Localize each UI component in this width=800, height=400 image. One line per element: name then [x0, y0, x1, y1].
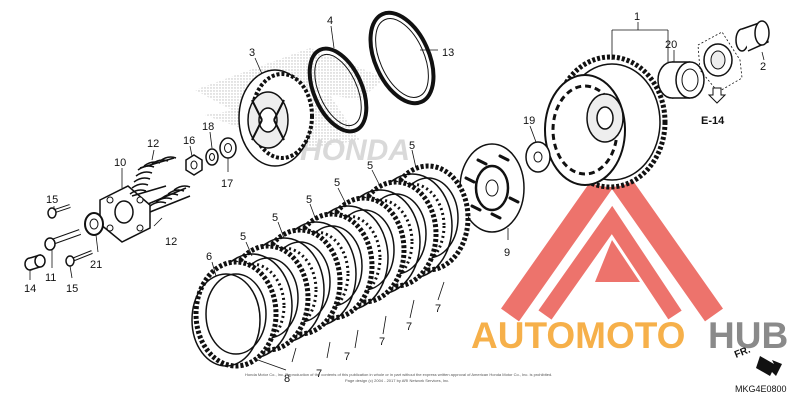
bolt-15-upper — [47, 204, 71, 219]
label-17: 17 — [221, 178, 233, 190]
bolt-15-lower — [65, 250, 93, 267]
label-5f: 5 — [240, 231, 246, 243]
friction-disc — [193, 259, 279, 369]
label-5b: 5 — [367, 160, 373, 172]
lifter-plate-10 — [99, 185, 151, 243]
label-2: 2 — [760, 61, 766, 73]
watermark-part2: HUB — [708, 315, 788, 356]
label-8: 8 — [284, 373, 290, 385]
label-11: 11 — [45, 272, 56, 284]
clutch-spring-upper — [129, 156, 177, 197]
clutch-spring-lower — [147, 185, 191, 213]
reference-box — [697, 31, 743, 104]
label-13: 13 — [442, 47, 454, 59]
ring-4 — [307, 46, 369, 134]
label-7f: 7 — [316, 368, 322, 380]
label-20: 20 — [665, 39, 677, 51]
label-1: 1 — [634, 11, 640, 23]
label-5c: 5 — [334, 177, 340, 189]
label-7d: 7 — [344, 351, 350, 363]
watermark-text: AUTOMOTO HUB — [471, 315, 788, 356]
copyright-line-2: Page design (c) 2004 - 2017 by ARI Netwo… — [345, 378, 449, 383]
automotohub-logo — [501, 159, 723, 322]
label-12b: 12 — [165, 236, 177, 248]
label-5d: 5 — [306, 194, 312, 206]
nut-16 — [185, 154, 203, 176]
judder-spring-8 — [191, 273, 261, 367]
o-ring-13 — [368, 10, 436, 106]
lifter-rod-11 — [44, 229, 82, 251]
clutch-outer-1 — [544, 54, 668, 190]
label-9: 9 — [504, 247, 510, 259]
label-15b: 15 — [66, 283, 78, 295]
clutch-disc-stack — [191, 163, 471, 369]
label-18: 18 — [202, 121, 214, 133]
label-6: 6 — [206, 251, 212, 263]
label-5e: 5 — [272, 212, 278, 224]
svg-text:HONDA: HONDA — [300, 134, 410, 167]
label-19: 19 — [523, 115, 535, 127]
label-14: 14 — [24, 283, 36, 295]
leader-lines — [29, 22, 765, 371]
label-3: 3 — [249, 47, 255, 59]
pressure-plate-3 — [238, 69, 314, 167]
label-21: 21 — [90, 259, 102, 271]
copyright-line-1: Honda Motor Co., Inc. Reproduction of th… — [245, 372, 552, 377]
label-7b: 7 — [406, 321, 412, 333]
diagram-code: MKG4E0800 — [735, 384, 787, 394]
reference-e14[interactable]: E-14 — [701, 115, 725, 127]
label-4: 4 — [327, 15, 333, 27]
part-labels: 1 2 3 4 5 5 5 5 5 5 5 6 7 7 7 7 7 7 7 8 … — [24, 11, 766, 385]
label-15a: 15 — [46, 194, 58, 206]
arrow-icon — [756, 356, 782, 376]
collar-2 — [735, 20, 770, 52]
clutch-center-9 — [459, 143, 525, 233]
label-16: 16 — [183, 135, 195, 147]
label-5a: 5 — [409, 140, 415, 152]
needle-bearing-20 — [657, 61, 705, 99]
label-10: 10 — [114, 157, 126, 169]
piece-14 — [24, 253, 46, 271]
label-12a: 12 — [147, 138, 159, 150]
label-7a: 7 — [435, 303, 441, 315]
label-7c: 7 — [379, 336, 385, 348]
watermark-part1: AUTOMOTO — [471, 315, 685, 356]
